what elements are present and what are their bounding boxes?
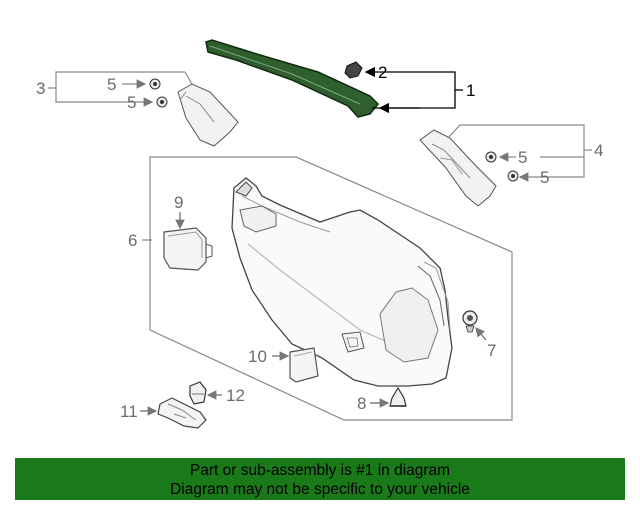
part-3-trim-panel-left: [177, 83, 239, 147]
callout-11: 11: [120, 402, 138, 421]
part-6-group-outline: [149, 156, 513, 421]
info-banner: Part or sub-assembly is #1 in diagram Di…: [15, 458, 625, 500]
callout-7: 7: [487, 341, 496, 360]
callout-8: 8: [357, 394, 366, 413]
callout-9: 9: [174, 193, 183, 212]
callout-7-leader: [475, 327, 487, 341]
part-10-pad: [289, 347, 319, 383]
part-1-upper-trim: [205, 39, 380, 118]
part-9-cover: [163, 227, 213, 271]
parts-diagram: 1 2 3 5 5 4 5 5: [36, 39, 603, 429]
callout-4-bracket: [447, 124, 592, 182]
callout-5c: 5: [518, 148, 527, 167]
callout-3-bracket: [48, 71, 193, 107]
clip-5b: [156, 96, 168, 108]
callout-5d: 5: [540, 168, 549, 187]
callout-2: 2: [378, 63, 387, 82]
callout-3: 3: [36, 79, 45, 98]
callout-5b: 5: [127, 93, 136, 112]
part-8-clip: [389, 386, 407, 407]
part-4-trim-panel-right: [419, 129, 497, 207]
clip-5a: [149, 78, 161, 90]
callout-6: 6: [128, 231, 137, 250]
callout-4: 4: [594, 141, 603, 160]
clip-5c: [485, 151, 497, 163]
part-12-clip: [189, 381, 207, 405]
callout-5a: 5: [107, 75, 116, 94]
clip-5d: [507, 170, 519, 182]
part-2-clip: [344, 61, 363, 79]
part-11-bracket: [157, 397, 207, 429]
banner-line-1: Part or sub-assembly is #1 in diagram: [189, 462, 451, 479]
banner-line-2: Diagram may not be specific to your vehi…: [170, 481, 470, 498]
back-door-trim-board: [231, 177, 453, 387]
callout-10: 10: [248, 347, 267, 366]
callout-12: 12: [226, 386, 245, 405]
part-7-clip: [462, 310, 478, 333]
callout-1-bracket: [364, 66, 463, 114]
callout-1: 1: [466, 81, 475, 100]
